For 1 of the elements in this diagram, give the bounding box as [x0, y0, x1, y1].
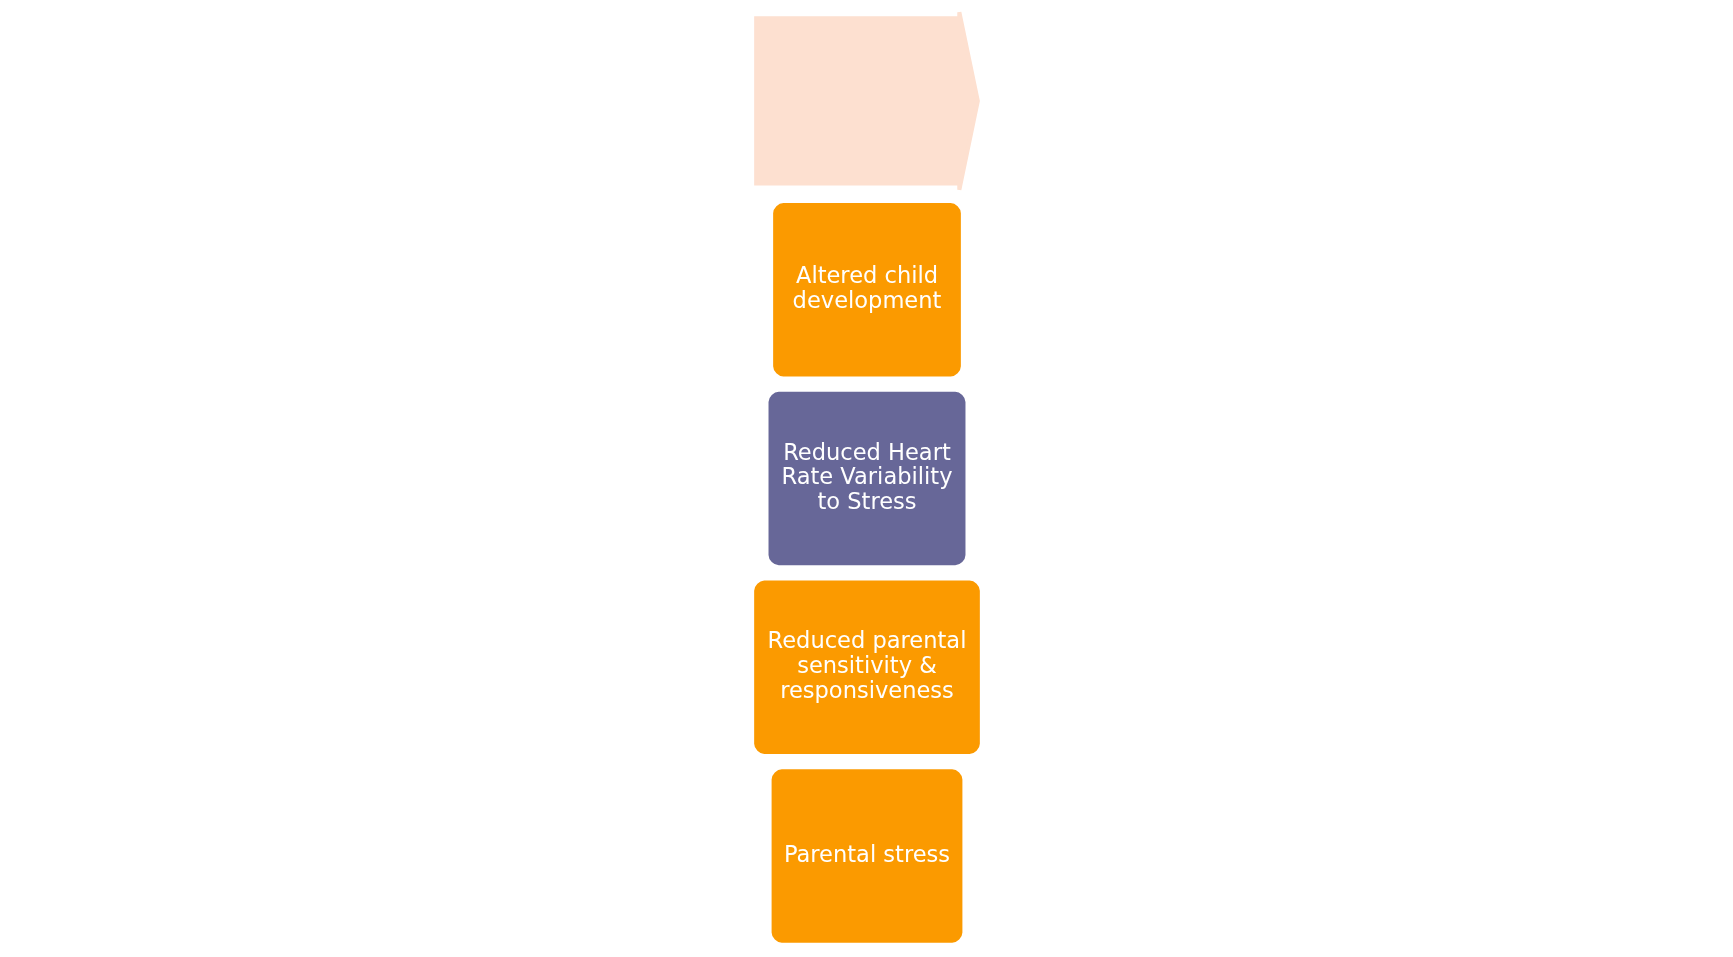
node-arrow	[753, 10, 980, 192]
